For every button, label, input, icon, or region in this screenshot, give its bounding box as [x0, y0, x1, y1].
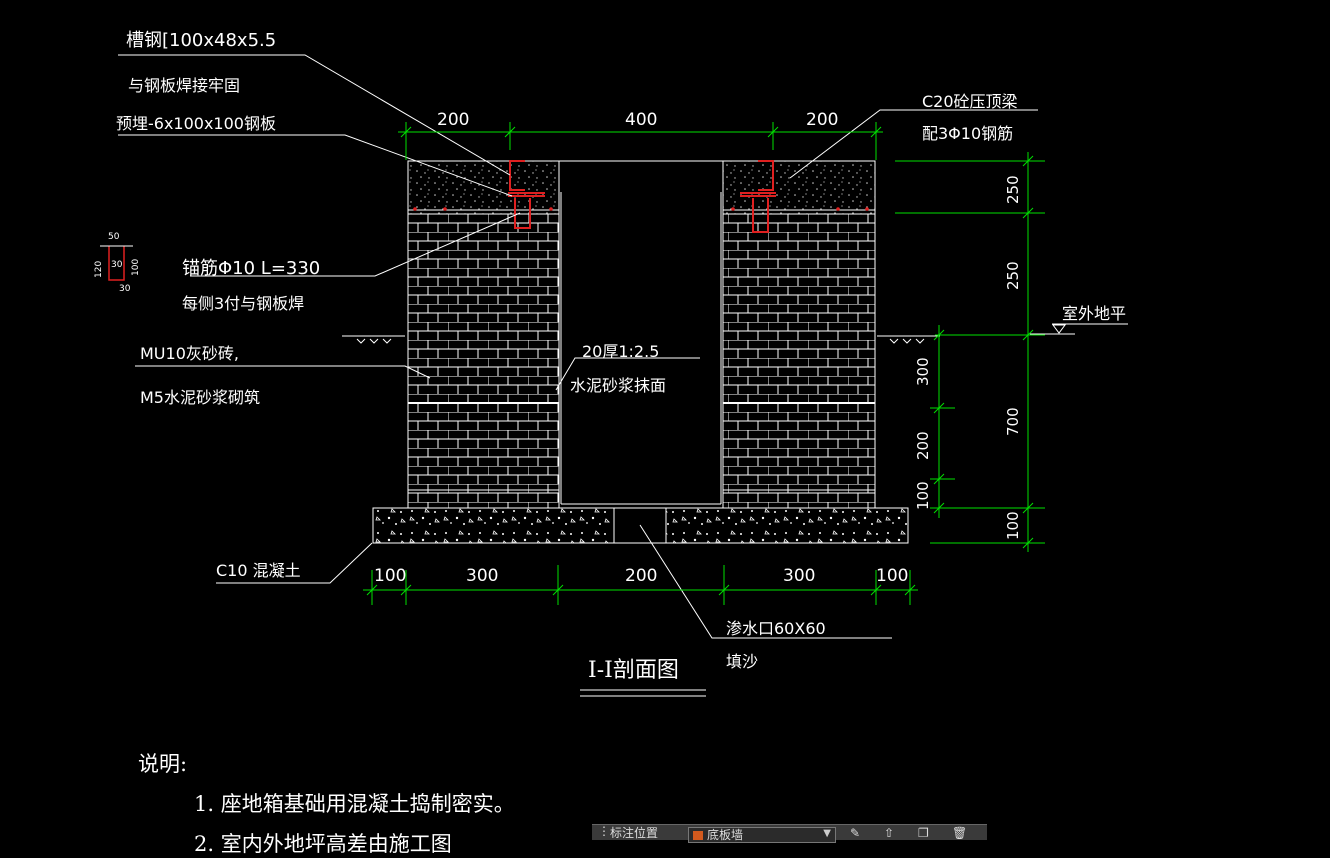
- anchor-dim-mid: 30: [111, 260, 123, 270]
- dim-bottom-2: 300: [466, 566, 499, 586]
- dim-top-1: 200: [437, 110, 470, 130]
- dim-right-inner-1: 300: [914, 357, 932, 386]
- dim-top-2: 400: [625, 110, 658, 130]
- callout-drain-hole: 渗水口60X60: [726, 619, 826, 638]
- concrete-footing-left: [372, 507, 615, 544]
- dim-right-outer-4: 100: [1004, 511, 1022, 540]
- dim-right-inner-2: 200: [914, 431, 932, 460]
- callout-plaster-thickness: 20厚1:2.5: [582, 342, 660, 361]
- anchor-dim-top: 50: [108, 232, 120, 242]
- leader-lines: [118, 54, 1038, 639]
- anchor-dim-right: 100: [131, 258, 141, 276]
- dim-bottom-4: 300: [783, 566, 816, 586]
- callout-outdoor-grade: 室外地平: [1062, 304, 1127, 323]
- callout-brick: MU10灰砂砖,: [140, 344, 239, 363]
- anchor-bar-detail: [108, 246, 125, 281]
- cad-drawing: 槽钢[100x48x5.5 与钢板焊接牢固 预埋-6x100x100钢板 C20…: [94, 30, 1128, 856]
- concrete-footing-right: [665, 507, 909, 544]
- section-title: Ⅰ-Ⅰ剖面图: [588, 658, 679, 683]
- layer-dropdown[interactable]: 底板墙 ▼: [688, 827, 836, 843]
- dim-bottom-5: 100: [876, 566, 909, 586]
- brick-wall-left: [407, 213, 560, 509]
- section-drawing-svg: [100, 54, 1128, 697]
- callout-channel-steel: 槽钢[100x48x5.5: [126, 30, 277, 51]
- anchor-dim-left: 120: [94, 260, 104, 278]
- layer-dropdown-value: 底板墙: [707, 828, 744, 842]
- anchor-dim-bottom: 30: [119, 284, 131, 294]
- callout-anchor-bar-weld: 每侧3付与钢板焊: [182, 294, 305, 313]
- callout-cap-beam-rebar: 配3Φ10钢筋: [922, 124, 1014, 143]
- note-item-1: 1. 座地箱基础用混凝土捣制密实。: [194, 792, 515, 816]
- callout-cap-beam: C20砼压顶梁: [922, 92, 1018, 111]
- dim-top-3: 200: [806, 110, 839, 130]
- steel-channel-right: [740, 160, 776, 233]
- toolbar-grip-icon[interactable]: ⋮: [598, 824, 610, 838]
- callout-mortar: M5水泥砂浆砌筑: [140, 388, 260, 407]
- notes-heading: 说明:: [138, 752, 188, 776]
- callout-channel-steel-weld: 与钢板焊接牢固: [128, 76, 241, 95]
- chevron-down-icon: ▼: [823, 828, 831, 839]
- dim-right-outer-1: 250: [1004, 175, 1022, 204]
- dim-right-outer-3: 700: [1004, 407, 1022, 436]
- copy-icon[interactable]: ❐: [918, 826, 929, 840]
- dim-bottom-3: 200: [625, 566, 658, 586]
- callout-embedded-plate: 预埋-6x100x100钢板: [116, 114, 276, 133]
- note-item-2: 2. 室内外地坪高差由施工图: [194, 832, 452, 856]
- edit-icon[interactable]: ✎: [850, 826, 861, 840]
- callout-anchor-bar: 锚筋Φ10 L=330: [182, 258, 321, 279]
- callout-concrete: C10 混凝土: [216, 561, 301, 580]
- delete-icon[interactable]: 🗑: [952, 826, 968, 840]
- toolbar-position-label: 标注位置: [610, 826, 659, 840]
- annotation-toolbar: ⋮ 标注位置 底板墙 ▼ ✎ ⇧ ❐ 🗑: [592, 824, 987, 843]
- drain-hole: [613, 507, 667, 544]
- cap-beam-right: [722, 160, 876, 215]
- callout-fill-sand: 填沙: [726, 652, 759, 671]
- dim-bottom-1: 100: [374, 566, 407, 586]
- steel-channel-left: [508, 160, 545, 229]
- callout-plaster: 水泥砂浆抹面: [570, 376, 667, 395]
- upload-icon[interactable]: ⇧: [884, 826, 895, 840]
- ground-marks: [342, 323, 1128, 344]
- dimension-lines: [363, 122, 1045, 605]
- brick-wall-right: [722, 213, 876, 509]
- dim-right-inner-3: 100: [914, 481, 932, 510]
- cap-beam-left: [407, 160, 560, 215]
- layer-color-swatch: [693, 831, 703, 840]
- dim-right-outer-2: 250: [1004, 261, 1022, 290]
